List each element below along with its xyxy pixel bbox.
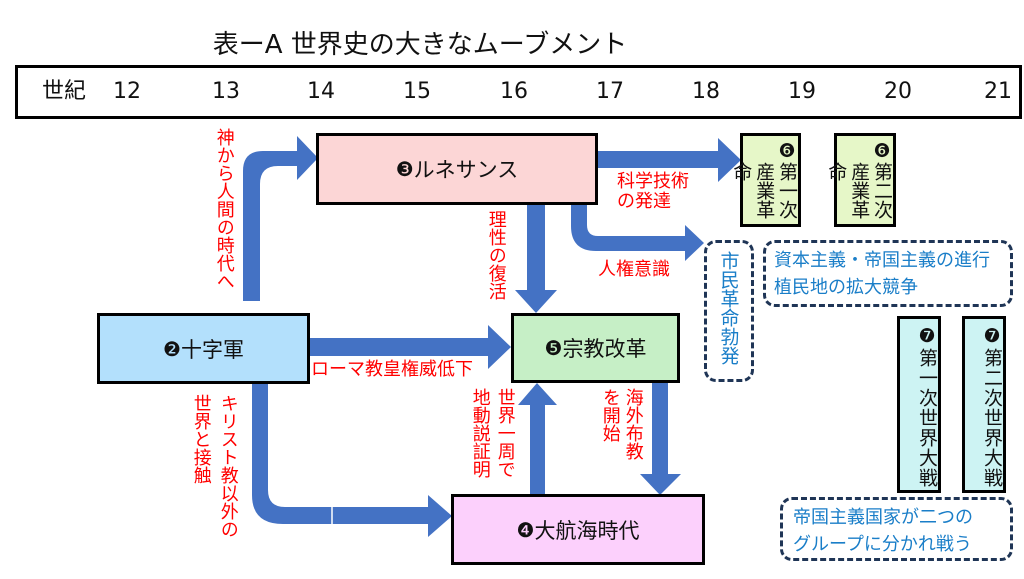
arrow-reformation-to-discovery xyxy=(640,383,681,495)
node-label: 十字軍 xyxy=(180,337,244,362)
label-non-christian-col1: キリスト教以外の xyxy=(217,394,239,538)
number-badge: ❺ xyxy=(544,336,563,360)
century-tick: 15 xyxy=(403,79,431,104)
century-tick: 13 xyxy=(212,79,240,104)
number-badge: ❼ xyxy=(916,325,938,348)
century-tick: 12 xyxy=(113,79,141,104)
arrow-crusades-to-renaissance xyxy=(243,136,318,301)
century-tick: 16 xyxy=(500,79,528,104)
label-science-line2: の発達 xyxy=(617,190,671,212)
note-imperialism: 帝国主義国家が二つの グループに分かれ戦う xyxy=(780,497,1013,561)
node-label: 第一次産業革命 xyxy=(730,162,798,219)
arrow-discovery-to-reformation xyxy=(518,383,557,495)
arrow-crusades-to-reformation xyxy=(310,325,511,369)
label-papal-decline: ローマ教皇権威低下 xyxy=(311,359,473,380)
node-label: 第二次世界大戦 xyxy=(981,348,1003,488)
note-text: 資本主義・帝国主義の進行 xyxy=(774,250,990,271)
arrow-crusades-to-discovery xyxy=(252,383,452,537)
note-text: 市民革命勃発 xyxy=(717,251,740,365)
node-label: 宗教改革 xyxy=(562,337,647,361)
century-tick: 20 xyxy=(884,79,912,104)
century-bar-label: 世紀 xyxy=(41,79,87,104)
number-badge: ❸ xyxy=(395,157,414,181)
arrow-renaissance-to-industrial xyxy=(597,138,741,182)
note-text: 帝国主義国家が二つの xyxy=(793,507,973,528)
label-mission-col1: 海外布教 xyxy=(622,388,644,460)
arrow-renaissance-to-civil-revolution xyxy=(571,204,704,261)
label-science: 科学技術 の発達 xyxy=(617,172,689,212)
note-text: グループに分かれ戦う xyxy=(793,534,972,555)
label-mission-col2: を開始 xyxy=(599,388,621,442)
label-circumnavigation-col1: 世界一周で xyxy=(494,388,516,478)
label-non-christian-col2: 世界と接触 xyxy=(190,394,212,484)
century-tick: 14 xyxy=(307,79,335,104)
note-civil-revolution: 市民革命勃発 xyxy=(704,240,754,382)
number-badge: ❼ xyxy=(981,325,1003,348)
node-label: 大航海時代 xyxy=(534,518,640,543)
arrow-renaissance-to-reformation xyxy=(515,204,557,313)
node-label: ルネサンス xyxy=(413,158,519,182)
century-tick: 17 xyxy=(596,79,624,104)
label-circumnavigation-col2: 地動説証明 xyxy=(469,388,491,478)
century-tick: 21 xyxy=(984,79,1012,104)
century-tick: 19 xyxy=(788,79,816,104)
label-science-line1: 科学技術 xyxy=(617,171,689,192)
number-badge: ❻ xyxy=(871,140,893,162)
number-badge: ❷ xyxy=(163,336,181,361)
number-badge: ❻ xyxy=(776,140,798,162)
number-badge: ❹ xyxy=(516,517,535,542)
century-tick: 18 xyxy=(692,79,720,104)
node-label: 第二次産業革命 xyxy=(825,162,893,219)
label-human-rights: 人権意識 xyxy=(598,259,670,280)
century-bar: 世紀 12 13 14 15 16 17 18 19 20 21 xyxy=(15,65,1022,119)
diagram-title: 表ーA 世界史の大きなムーブメント xyxy=(212,30,628,60)
node-label: 第一次世界大戦 xyxy=(916,348,938,488)
note-text: 植民地の拡大競争 xyxy=(774,277,918,298)
label-reason-revival: 理性の復活 xyxy=(485,210,507,300)
note-capitalism: 資本主義・帝国主義の進行 植民地の拡大競争 xyxy=(763,240,1013,307)
label-god-to-human: 神から人間の時代へ xyxy=(213,128,235,290)
